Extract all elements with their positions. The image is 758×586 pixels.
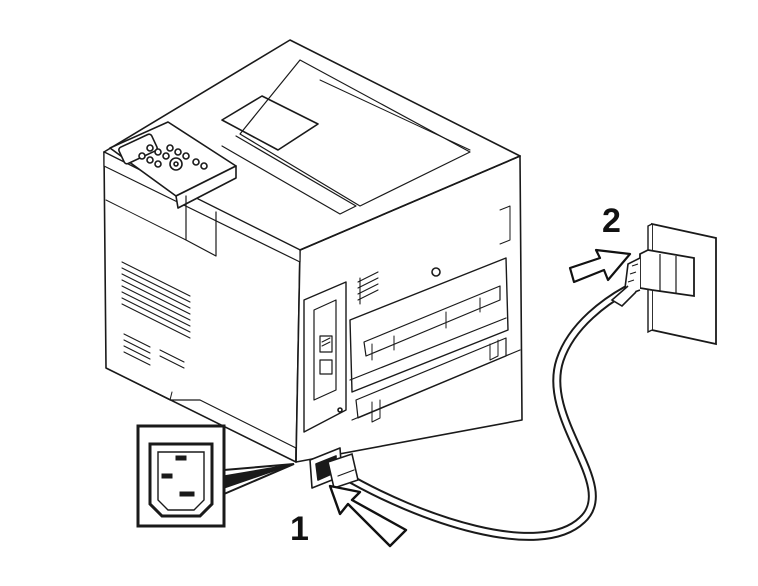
cord-cable-fill [339,287,629,539]
side-vents [121,261,191,369]
cord-connector-printer [327,452,359,490]
step-2-label: 2 [602,202,621,240]
inlet-pin-left [161,473,173,479]
wall-outlet [610,222,717,346]
iec-inlet-outline [148,442,214,518]
control-panel [109,121,237,209]
insert-arrow-2 [568,248,632,284]
insert-arrow-1 [328,484,408,548]
step-1-label: 1 [290,510,309,548]
inlet-pin-top [175,455,187,461]
power-cord [327,285,631,541]
inlet-closeup [136,424,295,528]
wall-plug-body [639,249,695,298]
printer [103,39,523,489]
inlet-pin-right [179,491,195,497]
